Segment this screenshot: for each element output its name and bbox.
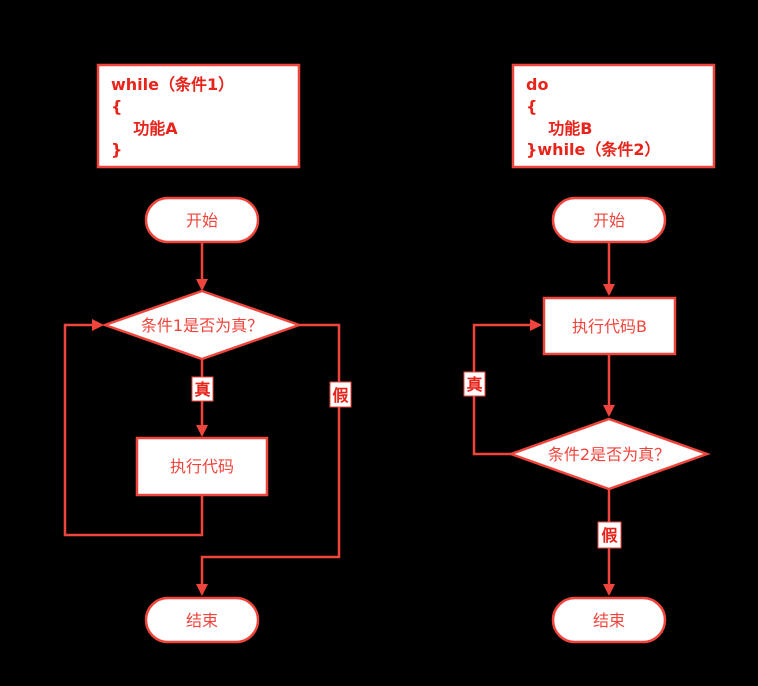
while-action-node: 执行代码: [135, 436, 269, 497]
while-code-line-4: }: [111, 140, 122, 159]
do-while-false-tag: 假: [597, 521, 622, 549]
do-while-end-node: 结束: [551, 596, 667, 644]
do-while-start-label: 开始: [593, 211, 625, 230]
while-code-line-3: 功能A: [111, 119, 178, 138]
do-while-code-line-3: 功能B: [526, 119, 592, 138]
while-start-node: 开始: [144, 196, 260, 244]
while-code-box: while（条件1） { 功能A }: [96, 63, 301, 169]
while-true-label: 真: [194, 380, 210, 399]
while-false-label: 假: [332, 386, 349, 405]
do-while-condition-node: 条件2是否为真？: [507, 417, 711, 491]
while-code-line-2: {: [111, 97, 122, 116]
while-true-tag: 真: [191, 376, 214, 402]
while-false-tag: 假: [329, 381, 352, 408]
do-while-true-tag: 真: [463, 371, 486, 397]
while-start-label: 开始: [186, 211, 218, 230]
while-end-node: 结束: [144, 596, 260, 644]
while-arrow-false: [196, 323, 341, 596]
while-action-label: 执行代码: [170, 457, 234, 476]
do-while-action-node: 执行代码B: [542, 296, 677, 356]
do-while-action-label: 执行代码B: [572, 317, 647, 336]
do-while-end-label: 结束: [593, 611, 625, 630]
do-while-code-line-4: }while（条件2）: [526, 140, 661, 159]
do-while-code-line-2: {: [526, 97, 537, 116]
do-while-start-node: 开始: [551, 196, 667, 244]
do-while-flowchart: do { 功能B }while（条件2） 开始 执行代码B 条件2是否为真？: [463, 63, 716, 644]
do-while-true-label: 真: [466, 375, 482, 394]
do-while-code-line-1: do: [526, 75, 548, 94]
do-while-condition-label: 条件2是否为真？: [548, 445, 670, 464]
do-while-false-label: 假: [601, 526, 618, 545]
while-condition-label: 条件1是否为真？: [141, 316, 263, 335]
while-condition-node: 条件1是否为真？: [101, 289, 303, 361]
do-while-code-box: do { 功能B }while（条件2）: [511, 63, 716, 169]
while-flowchart: while（条件1） { 功能A } 开始 条件1是否为真？ 真 执行代码: [63, 63, 352, 644]
while-arrow-loop-back: [63, 319, 204, 537]
while-code-line-1: while（条件1）: [111, 75, 234, 94]
while-end-label: 结束: [186, 611, 218, 630]
